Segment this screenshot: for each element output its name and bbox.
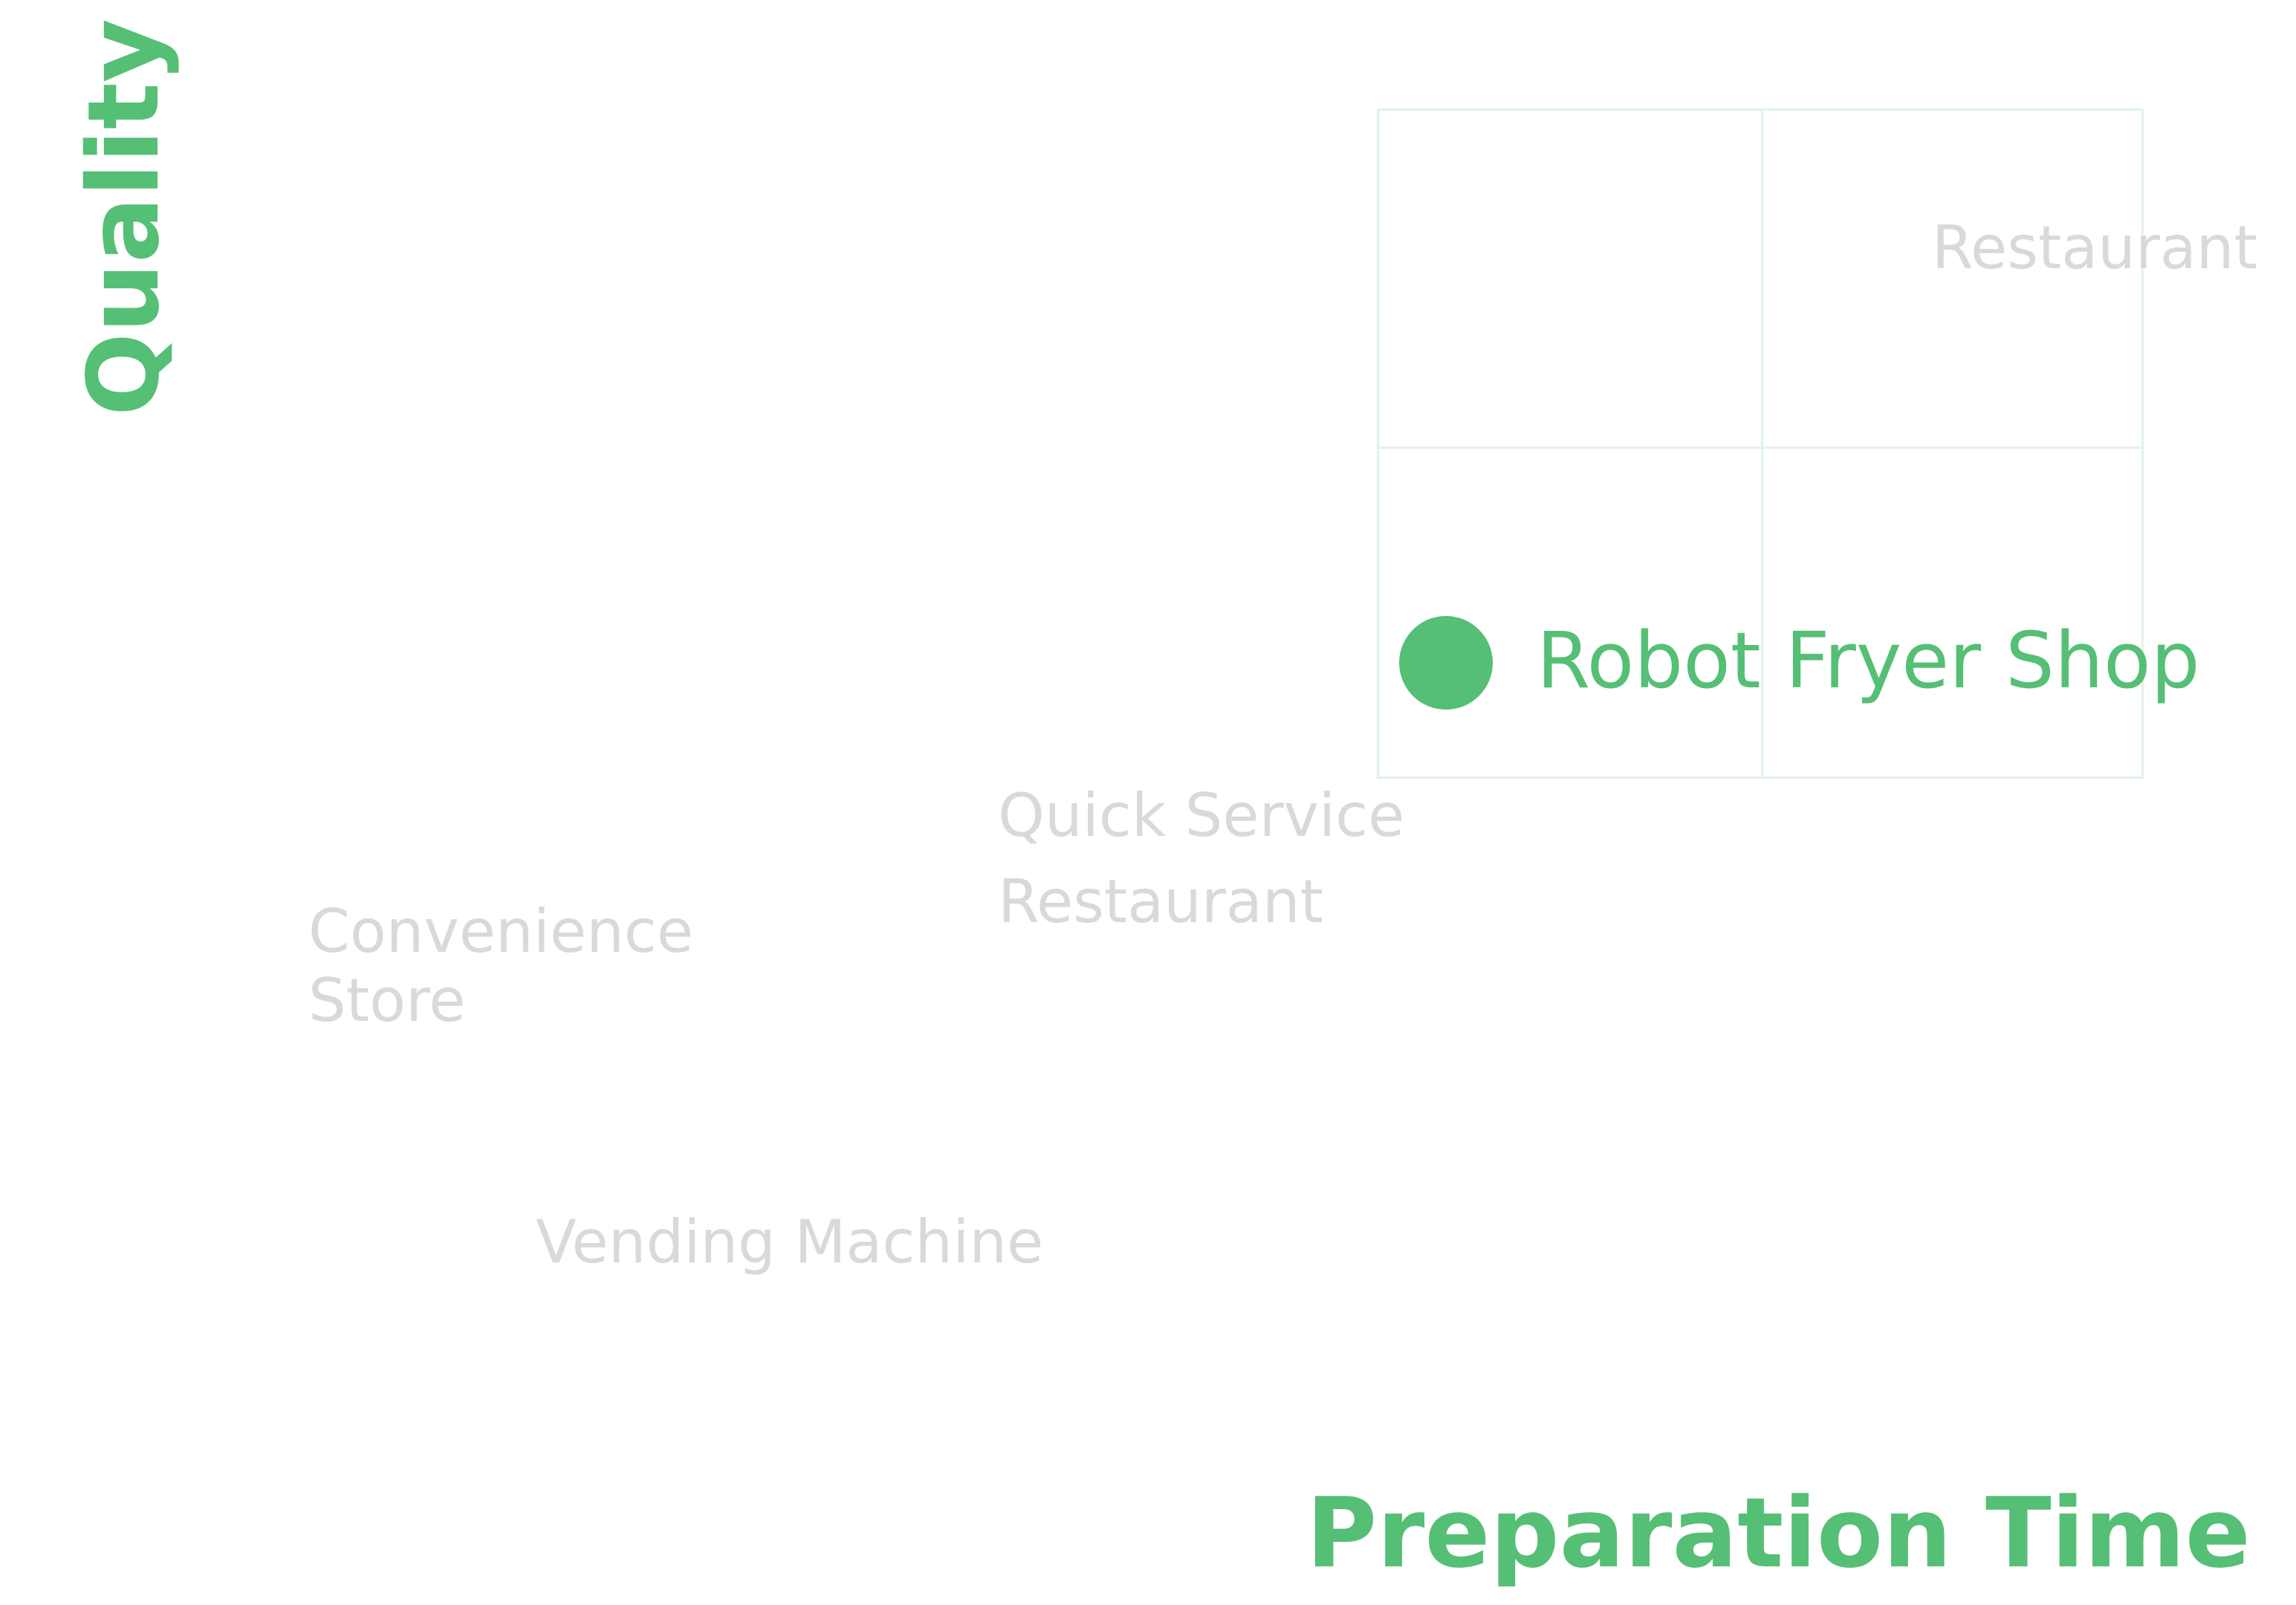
category-label-line: Restaurant bbox=[998, 867, 1323, 936]
grid-horizontal-divider bbox=[1379, 447, 2141, 449]
category-label-line: Convenience bbox=[308, 897, 694, 966]
grid-vertical-divider bbox=[1761, 111, 1763, 776]
category-label-line: Restaurant bbox=[1932, 213, 2257, 282]
category-label-restaurant: Restaurant bbox=[1932, 205, 2257, 291]
category-label-line: Quick Service bbox=[998, 781, 1405, 850]
category-label-quick-service-restaurant: Quick Service Restaurant bbox=[998, 773, 1404, 945]
dot-marker-icon bbox=[1399, 616, 1493, 710]
y-axis-title: Quality bbox=[67, 19, 181, 416]
category-label-line: Store bbox=[308, 965, 466, 1035]
highlight-label: Robot Fryer Shop bbox=[1537, 615, 2200, 706]
x-axis-title: Preparation Time bbox=[1306, 1476, 2251, 1589]
category-label-vending-machine: Vending Machine bbox=[536, 1199, 1043, 1285]
category-label-convenience-store: Convenience Store bbox=[308, 897, 694, 1036]
category-label-line: Vending Machine bbox=[536, 1207, 1044, 1277]
quadrant-grid bbox=[1377, 108, 2144, 779]
